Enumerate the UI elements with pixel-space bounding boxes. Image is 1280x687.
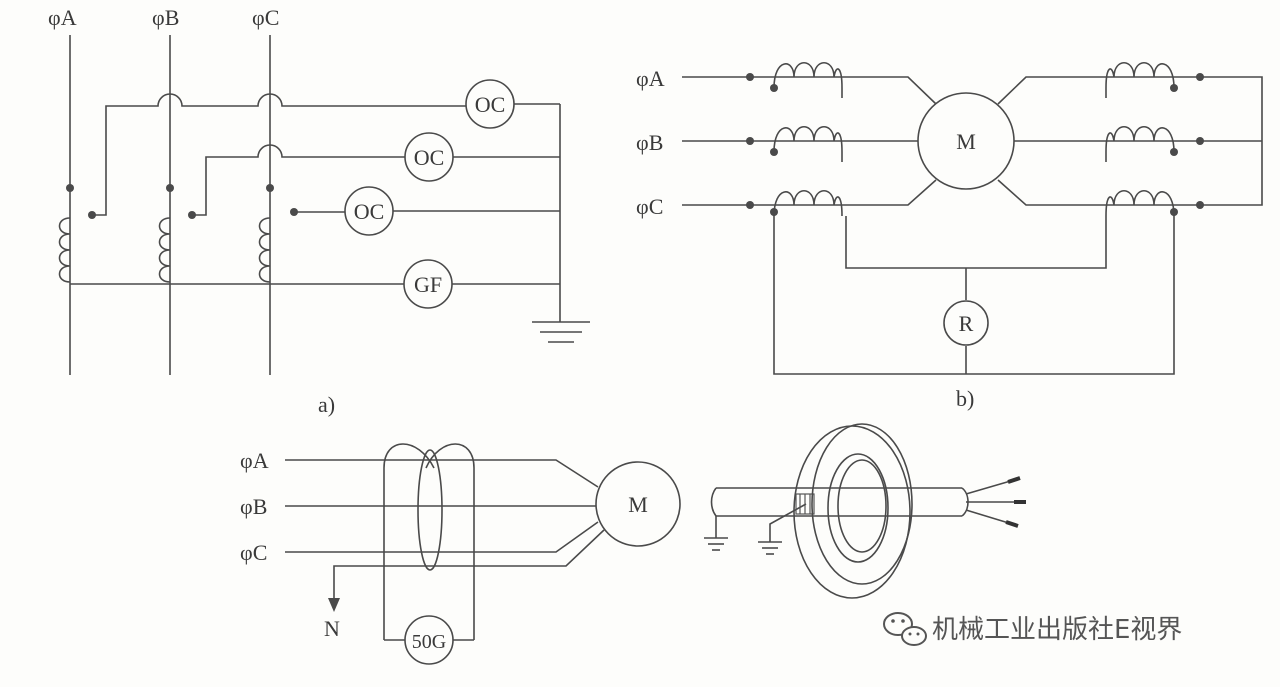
oc-relay-2-label: OC xyxy=(414,145,445,170)
junction-dot xyxy=(746,137,754,145)
oc-relay-1 xyxy=(465,79,515,129)
junction-dot xyxy=(1196,137,1204,145)
conductor-1 xyxy=(965,479,1015,495)
ct-coil-c xyxy=(258,217,271,283)
ct-right-a xyxy=(1105,61,1175,98)
relay-50g-label: 50G xyxy=(412,631,446,653)
phase-b-label: φB xyxy=(636,130,663,155)
junction-dot xyxy=(1196,73,1204,81)
junction-dot xyxy=(746,201,754,209)
oc-relay-2 xyxy=(404,132,454,182)
wire-oc2 xyxy=(192,144,405,216)
relay-50g xyxy=(404,615,454,665)
phase-a-label: φA xyxy=(240,448,269,473)
line-a-left xyxy=(682,76,937,105)
junction-dot xyxy=(770,84,778,92)
motor-b xyxy=(917,92,1015,190)
motor-c-label: M xyxy=(628,492,648,517)
zero-seq-ct-loop xyxy=(425,443,475,640)
zero-seq-ct-core xyxy=(417,449,443,571)
toroid-outer xyxy=(793,425,911,599)
watermark: 机械工业出版社E视界 xyxy=(883,612,1182,646)
neutral-arrow xyxy=(328,598,340,612)
relay-r-label: R xyxy=(959,311,974,336)
ct-right-b xyxy=(1105,125,1175,162)
phase-a-label: φA xyxy=(636,66,665,91)
ct-coil-a xyxy=(58,217,71,283)
ct-left-a xyxy=(773,61,843,98)
toroid-outer-back xyxy=(811,423,913,585)
line-a xyxy=(285,459,599,488)
junction-dot xyxy=(1170,148,1178,156)
phase-c-label: φC xyxy=(240,540,267,565)
zero-seq-ct-loop xyxy=(383,443,435,640)
motor-b-label: M xyxy=(956,129,976,154)
phase-c-label: φC xyxy=(252,5,279,30)
relay-r xyxy=(943,300,989,346)
phase-a-label: φA xyxy=(48,5,77,30)
phase-b-label: φB xyxy=(240,494,267,519)
wechat-icon xyxy=(883,612,927,646)
ct-right-c xyxy=(1105,189,1175,217)
junction-dot xyxy=(66,184,74,192)
junction-dot xyxy=(1196,201,1204,209)
line-neutral xyxy=(333,529,605,600)
wire-oc1 xyxy=(92,93,466,216)
diff-wire-inner xyxy=(845,216,1107,269)
phase-c-label: φC xyxy=(636,194,663,219)
line-c-left xyxy=(682,179,937,206)
line-c xyxy=(285,521,599,553)
core-balance-ct-illustration xyxy=(704,423,1026,599)
junction-dot xyxy=(166,184,174,192)
oc-relay-3-label: OC xyxy=(354,199,385,224)
diagram-b: φA φB φC xyxy=(636,61,1263,411)
caption-b: b) xyxy=(956,386,974,411)
neutral-label: N xyxy=(324,616,340,641)
cable-end xyxy=(710,487,717,517)
phase-b-label: φB xyxy=(152,5,179,30)
junction-dot xyxy=(746,73,754,81)
ct-coil-b xyxy=(158,217,171,283)
toroid-inner xyxy=(827,453,889,563)
gf-relay xyxy=(403,259,453,309)
watermark-text: 机械工业出版社E视界 xyxy=(932,615,1182,645)
toroid-inner-back xyxy=(837,459,887,553)
caption-a: a) xyxy=(318,392,335,417)
diagram-a: φA φB φC xyxy=(48,5,590,417)
oc-relay-3 xyxy=(344,186,394,236)
conductor-3 xyxy=(965,509,1013,525)
oc-relay-1-label: OC xyxy=(475,92,506,117)
ct-left-c xyxy=(773,189,843,217)
junction-dot xyxy=(770,148,778,156)
gf-relay-label: GF xyxy=(414,272,442,297)
diff-wire-outer xyxy=(773,212,1175,375)
junction-dot xyxy=(1170,84,1178,92)
junction-dot xyxy=(266,184,274,192)
conductor-tip xyxy=(1005,520,1019,528)
diagram-c: φA φB φC N 50G M xyxy=(240,443,681,665)
conductor-tip xyxy=(1007,476,1021,484)
ct-left-b xyxy=(773,125,843,162)
motor-c xyxy=(595,461,681,547)
